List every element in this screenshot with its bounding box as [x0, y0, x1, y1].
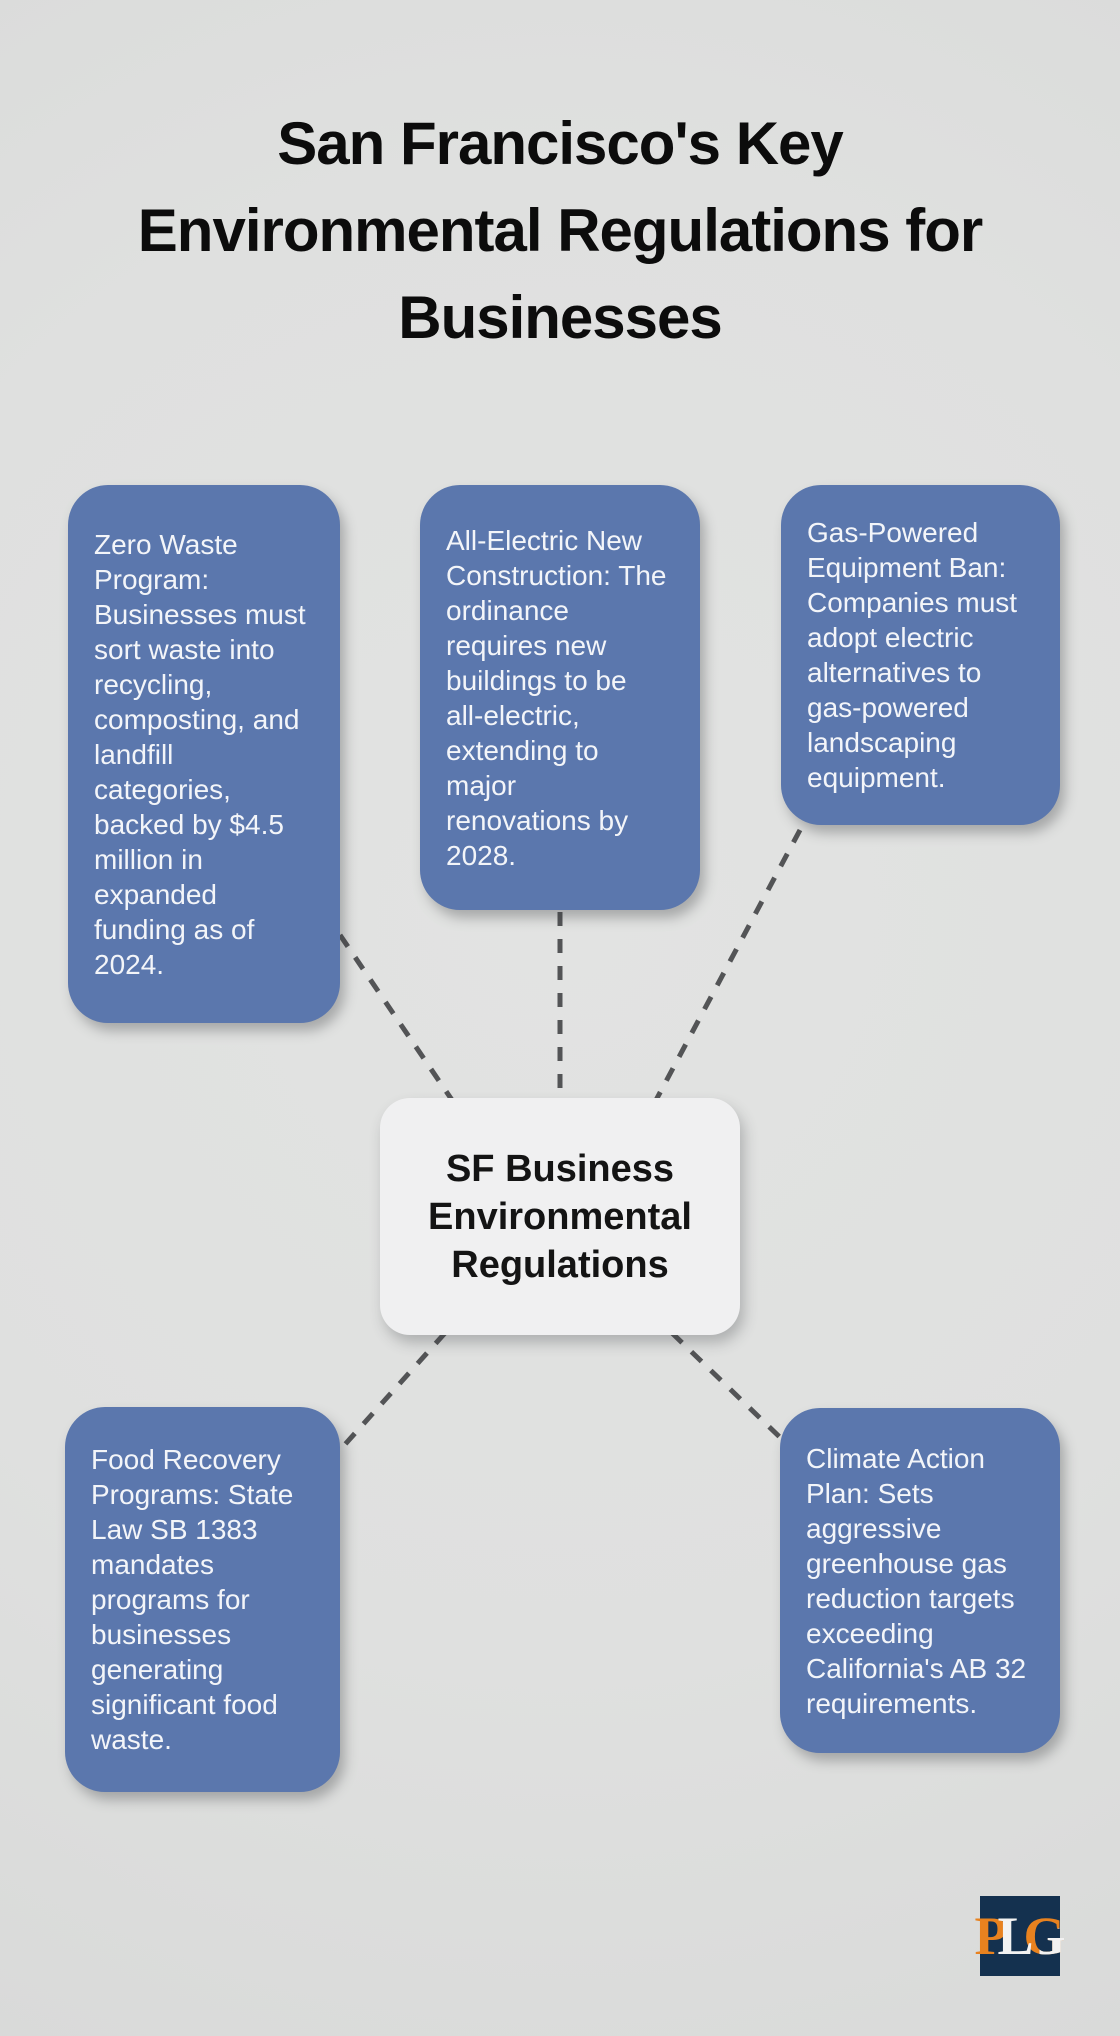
card-text: Gas-Powered Equipment Ban: Companies mus…: [807, 517, 1018, 793]
card-zero-waste: Zero Waste Program: Businesses must sort…: [68, 485, 340, 1023]
logo-letter-p: P: [974, 1906, 1008, 1966]
infographic-title: San Francisco's Key Environmental Regula…: [137, 110, 983, 351]
card-all-electric: All-Electric New Construction: The ordin…: [420, 485, 700, 910]
connector-climate-action: [670, 1331, 790, 1447]
connector-gas-ban: [652, 828, 803, 1104]
card-food-recovery: Food Recovery Programs: State Law SB 138…: [65, 1407, 340, 1792]
plg-logo: P L G G: [974, 1896, 1066, 1976]
card-text: Climate Action Plan: Sets aggressive gre…: [806, 1442, 1027, 1719]
connector-zero-waste: [337, 933, 455, 1102]
card-text: Zero Waste Program: Businesses must sort…: [94, 528, 306, 980]
card-text: All-Electric New Construction: The ordin…: [446, 524, 667, 871]
card-climate-action: Climate Action Plan: Sets aggressive gre…: [780, 1408, 1060, 1753]
connector-food-recovery: [338, 1331, 447, 1452]
card-gas-ban: Gas-Powered Equipment Ban: Companies mus…: [781, 485, 1060, 825]
center-node-label: SF Business Environmental Regulations: [428, 1147, 692, 1286]
center-node: SF Business Environmental Regulations: [380, 1098, 740, 1335]
logo-letter-l: L: [997, 1906, 1034, 1966]
card-text: Food Recovery Programs: State Law SB 138…: [91, 1444, 294, 1755]
logo-letter-g: G G: [1024, 1896, 1066, 1976]
